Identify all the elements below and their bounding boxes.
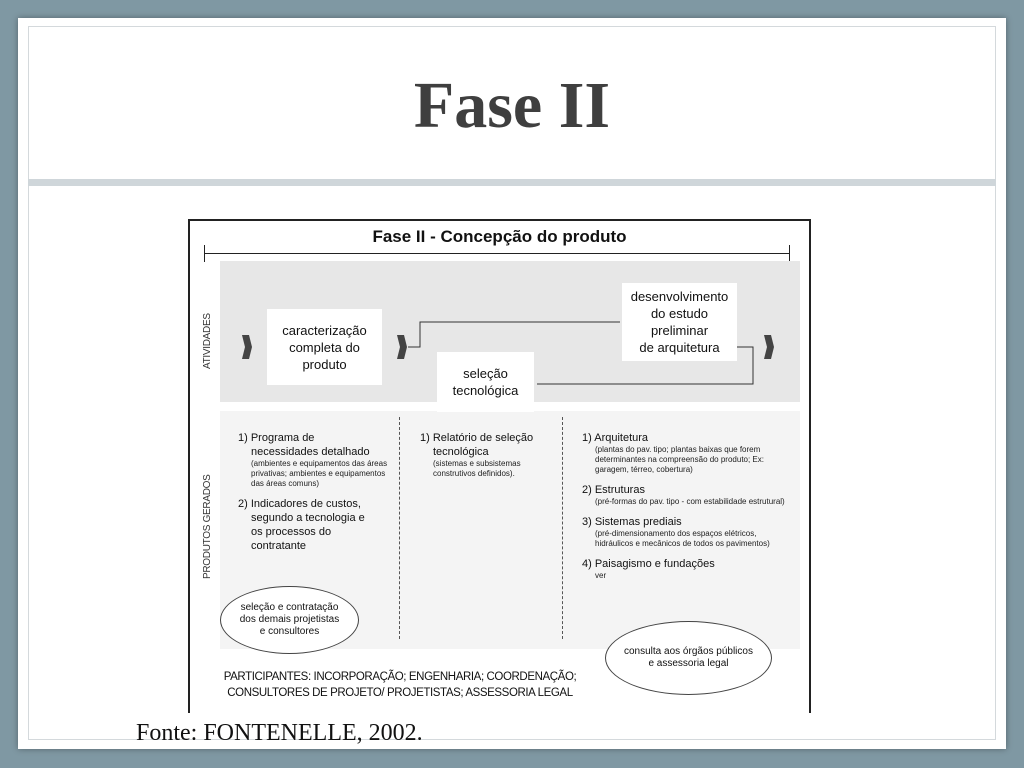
phase-diagram: Fase II - Concepção do produto ATIVIDADE… — [188, 219, 811, 713]
activity-characterization: caracterização completa do produto — [267, 309, 382, 385]
diagram-title: Fase II - Concepção do produto — [372, 227, 627, 246]
activity-tech-selection: seleção tecnológica — [437, 352, 534, 412]
product-item: 1) Programa de necessidades detalhado (a… — [238, 431, 390, 489]
products-column-2: 1) Relatório de seleção tecnológica (sis… — [420, 431, 550, 487]
phase-span-line — [204, 253, 789, 254]
contracting-ellipse: seleção e contratação dos demais projeti… — [220, 586, 359, 654]
product-item: 2) Estruturas (pré-formas do pav. tipo -… — [582, 483, 792, 507]
product-title: 3) Sistemas prediais — [582, 516, 682, 528]
column-divider — [562, 417, 563, 639]
product-title: necessidades detalhado — [251, 446, 370, 458]
activity-text: completa do — [289, 339, 360, 355]
activity-text: preliminar — [650, 323, 709, 338]
flow-arrow-icon — [242, 335, 252, 359]
product-title: 1) Relatório de seleção — [420, 432, 534, 444]
product-item: 1) Arquitetura (plantas do pav. tipo; pl… — [582, 431, 792, 475]
product-item: 3) Sistemas prediais (pré-dimensionament… — [582, 515, 792, 549]
flow-arrow-icon — [397, 335, 407, 359]
span-end-tick — [789, 245, 790, 262]
ellipse-text: e consultores — [259, 626, 320, 637]
product-title: contratante — [251, 540, 307, 552]
slide-frame — [28, 26, 996, 740]
product-note: (plantas do pav. tipo; plantas baixas qu… — [595, 445, 764, 474]
participants-line: CONSULTORES DE PROJETO/ PROJETISTAS; ASS… — [227, 687, 573, 699]
products-column-1: 1) Programa de necessidades detalhado (a… — [238, 431, 390, 561]
ellipse-text: e assessoria legal — [648, 658, 729, 669]
slide-title: Fase II — [413, 69, 611, 142]
title-divider — [28, 179, 996, 186]
ellipse-text: consulta aos órgãos públicos — [624, 646, 753, 657]
activity-text: do estudo — [650, 306, 709, 321]
product-title: 2) Estruturas — [582, 484, 645, 496]
product-note: ver — [595, 571, 607, 580]
products-column-3: 1) Arquitetura (plantas do pav. tipo; pl… — [582, 431, 792, 589]
products-row-label: PRODUTOS GERADOS — [202, 474, 213, 579]
activity-text: desenvolvimento — [630, 289, 729, 304]
source-caption: Fonte: FONTENELLE, 2002. — [136, 720, 423, 746]
span-start-tick — [204, 245, 205, 262]
activity-preliminary-study: desenvolvimento do estudo preliminar de … — [622, 283, 737, 361]
product-title: 1) Programa de — [238, 432, 315, 444]
column-divider — [399, 417, 400, 639]
product-note: (pré-dimensionamento dos espaços elétric… — [595, 529, 770, 548]
product-note: (pré-formas do pav. tipo - com estabilid… — [595, 497, 785, 506]
product-note: (sistemas e subsistemas construtivos def… — [433, 459, 521, 478]
product-item: 1) Relatório de seleção tecnológica (sis… — [420, 431, 550, 479]
ellipse-text: seleção e contratação — [240, 602, 339, 613]
participants: PARTICIPANTES: INCORPORAÇÃO; ENGENHARIA;… — [190, 669, 610, 701]
product-title: 2) Indicadores de custos, — [238, 498, 361, 510]
slide: Fase II Fase II - Concepção do produto A… — [18, 18, 1006, 749]
product-title: 4) Paisagismo e fundações — [582, 558, 715, 570]
flow-connectors — [408, 321, 754, 385]
ellipse-text: dos demais projetistas — [239, 614, 340, 625]
product-title: tecnológica — [433, 446, 489, 458]
product-title: segundo a tecnologia e — [251, 512, 365, 524]
participants-line: PARTICIPANTES: INCORPORAÇÃO; ENGENHARIA;… — [223, 671, 577, 683]
product-title: os processos do — [251, 526, 332, 538]
activity-text: caracterização — [282, 322, 367, 338]
public-agencies-ellipse: consulta aos órgãos públicos e assessori… — [605, 621, 772, 695]
product-title: 1) Arquitetura — [582, 432, 649, 444]
activity-text: tecnológica — [452, 383, 519, 398]
product-note: (ambientes e equipamentos das áreas priv… — [251, 459, 388, 488]
product-item: 2) Indicadores de custos, segundo a tecn… — [238, 497, 390, 553]
activity-text: produto — [302, 356, 347, 372]
activity-text: seleção — [463, 366, 508, 381]
product-item: 4) Paisagismo e fundações ver — [582, 557, 792, 581]
flow-arrow-icon — [764, 335, 774, 359]
activity-text: de arquitetura — [639, 340, 720, 355]
